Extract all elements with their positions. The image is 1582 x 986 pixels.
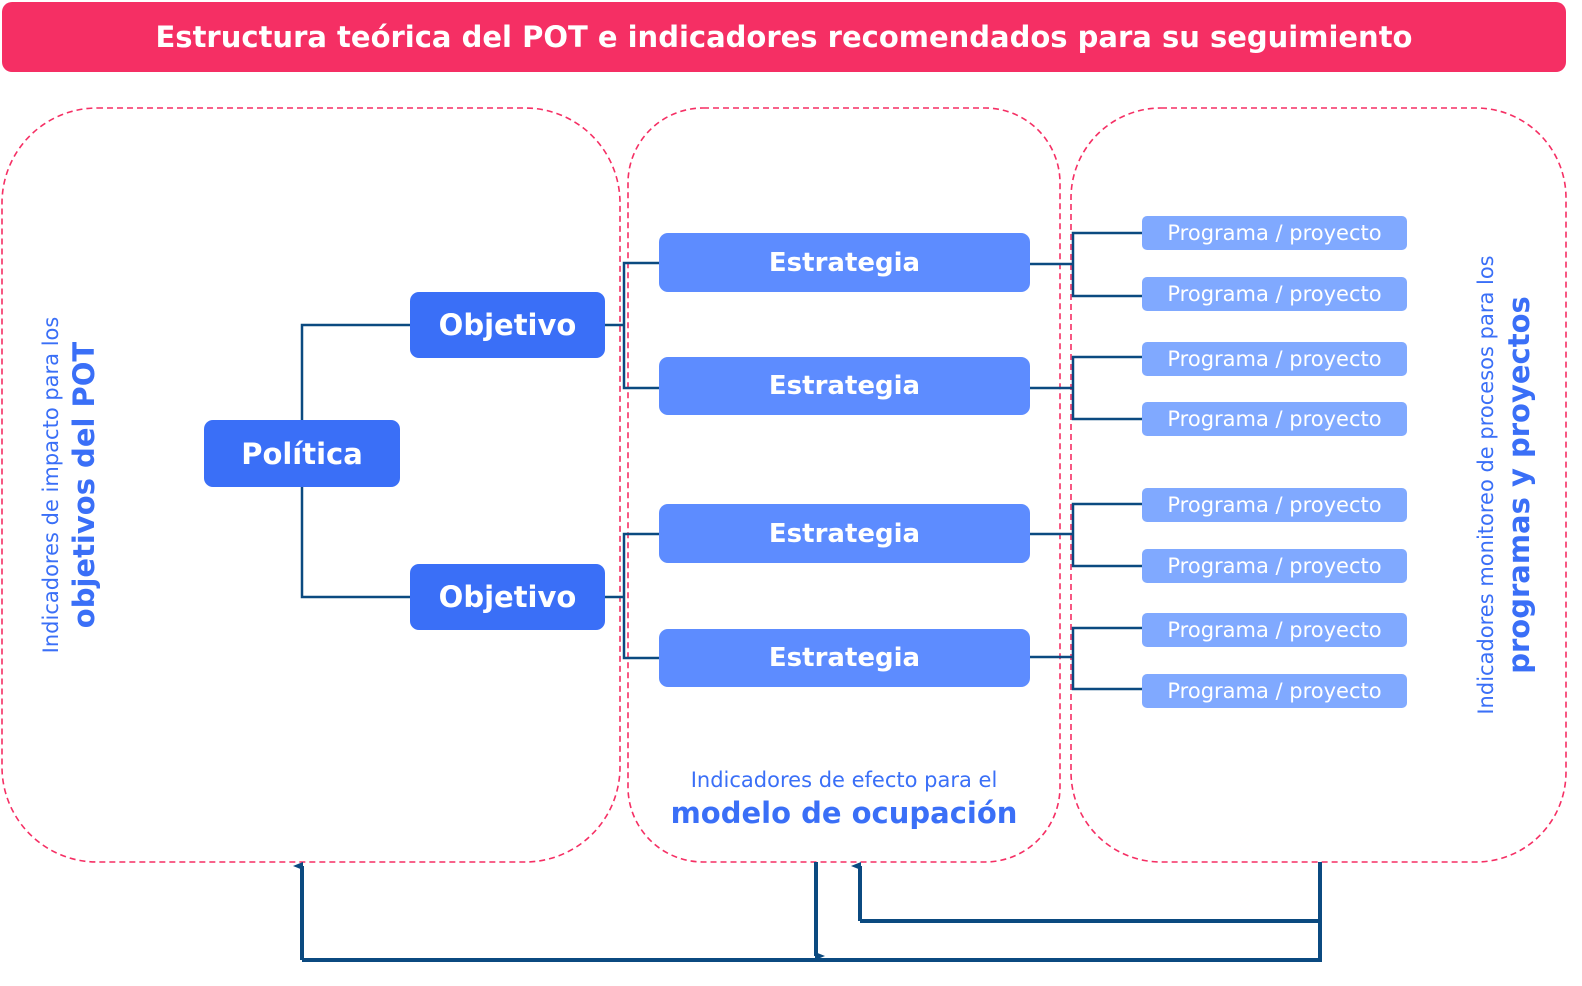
group-box-efecto [627,107,1061,863]
label-impacto-small: Indicadores de impacto para los [39,316,63,654]
estrategia-box: Estrategia [659,233,1030,292]
group-box-impacto [1,107,621,863]
programa-box: Programa / proyecto [1142,277,1407,311]
label-efecto: Indicadores de efecto para el modelo de … [628,764,1060,830]
politica-box: Política [204,420,400,487]
programa-box: Programa / proyecto [1142,216,1407,250]
objetivo-box: Objetivo [410,564,605,630]
programa-box: Programa / proyecto [1142,613,1407,647]
label-procesos-big: programas y proyectos [1502,296,1536,674]
diagram-title: Estructura teórica del POT e indicadores… [2,2,1566,72]
label-efecto-big: modelo de ocupación [670,796,1018,830]
programa-box: Programa / proyecto [1142,674,1407,708]
estrategia-box: Estrategia [659,504,1030,563]
group-box-procesos [1070,107,1567,863]
programa-box: Programa / proyecto [1142,488,1407,522]
label-efecto-small: Indicadores de efecto para el [690,768,998,792]
programa-box: Programa / proyecto [1142,342,1407,376]
programa-box: Programa / proyecto [1142,402,1407,436]
estrategia-box: Estrategia [659,357,1030,415]
label-procesos-small: Indicadores monitoreo de procesos para l… [1474,255,1498,715]
objetivo-box: Objetivo [410,292,605,358]
label-impacto: Indicadores de impacto para los objetivo… [35,285,105,685]
label-procesos: Indicadores monitoreo de procesos para l… [1470,205,1540,765]
programa-box: Programa / proyecto [1142,549,1407,583]
label-impacto-big: objetivos del POT [67,341,101,629]
estrategia-box: Estrategia [659,629,1030,687]
